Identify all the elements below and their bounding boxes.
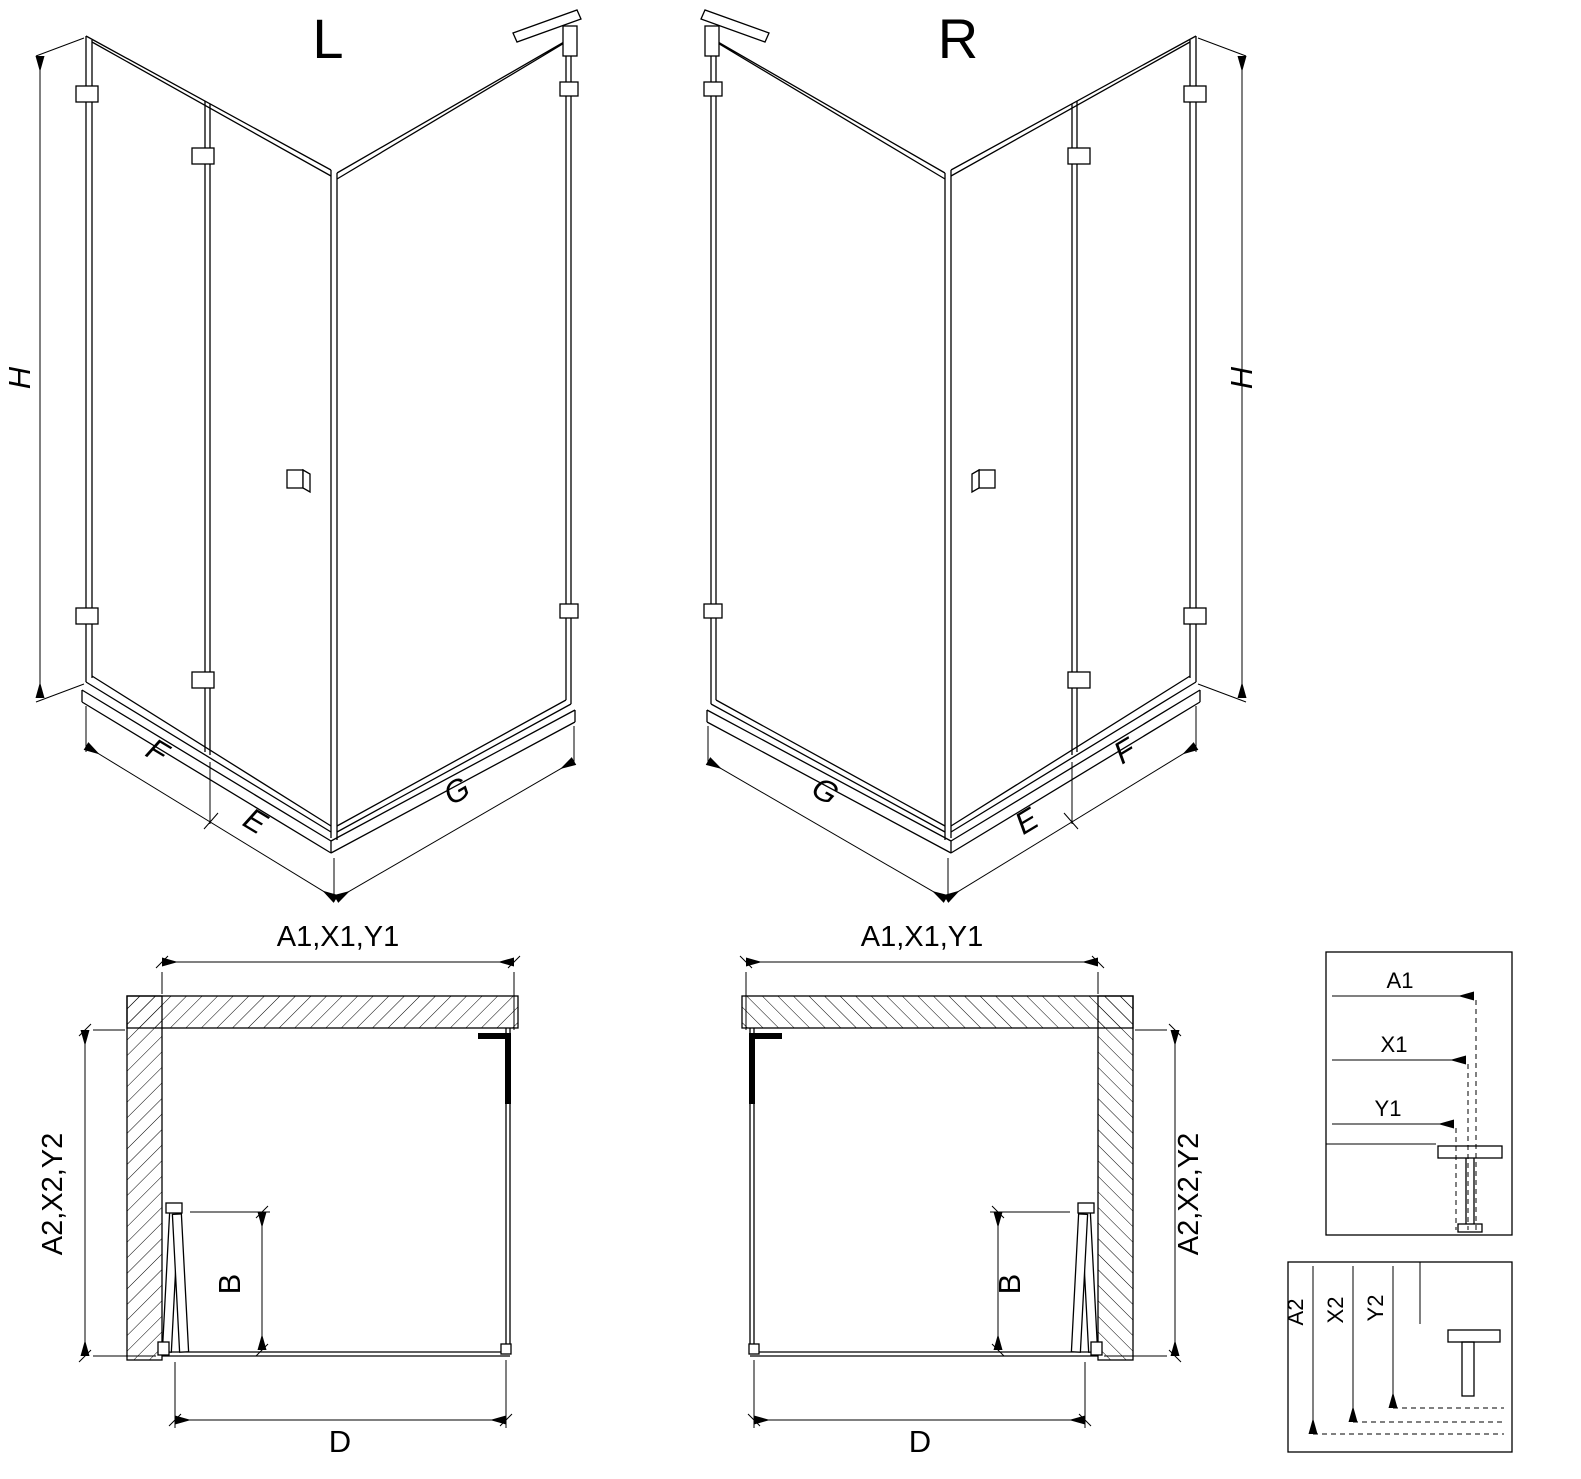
plan-view-left-labels: A1,X1,Y1 A2,X2,Y2 B D (37, 921, 399, 1459)
detail-label-a2: A2 (1283, 1299, 1308, 1326)
profile-section-bottom (1447, 1329, 1501, 1343)
dim-label-f-right: F (1107, 730, 1143, 771)
plan-view-right-geometry (740, 956, 1181, 1428)
detail-label-x1: X1 (1381, 1032, 1408, 1057)
detail-label-y2: Y2 (1363, 1295, 1388, 1322)
detail-vertical-dims: A2 X2 Y2 (1283, 1261, 1513, 1453)
profile-section-top (1437, 1145, 1503, 1159)
dim-label-e-right: E (1009, 801, 1045, 842)
plan-dim-d-right: D (909, 1424, 931, 1459)
detail-label-y1: Y1 (1375, 1096, 1402, 1121)
dim-label-g-left: G (438, 770, 476, 812)
plan-dim-side-left: A2,X2,Y2 (37, 1133, 69, 1256)
plan-dim-b-left: B (212, 1274, 247, 1295)
variant-label-left: L (312, 7, 343, 70)
dim-label-height-left: H (2, 366, 37, 389)
plan-dim-side-right: A2,X2,Y2 (1173, 1133, 1205, 1256)
iso-view-left-geometry (36, 10, 581, 902)
iso-view-left-labels: L H F E G (2, 7, 476, 841)
dim-label-f-left: F (140, 731, 176, 772)
variant-label-right: R (938, 7, 978, 70)
dim-label-e-left: E (238, 801, 274, 842)
detail-horizontal-dims: A1 X1 Y1 (1325, 951, 1513, 1236)
detail-label-x2: X2 (1323, 1297, 1348, 1324)
dim-label-g-right: G (806, 770, 844, 812)
plan-dim-b-right: B (992, 1274, 1027, 1295)
plan-dim-top-right: A1,X1,Y1 (861, 921, 984, 953)
plan-view-left-geometry (79, 956, 520, 1428)
plan-view-right-labels: A1,X1,Y1 A2,X2,Y2 B D (861, 921, 1205, 1459)
plan-dim-d-left: D (329, 1424, 351, 1459)
dim-label-height-right: H (1224, 366, 1259, 389)
detail-label-a1: A1 (1387, 968, 1414, 993)
plan-dim-top-left: A1,X1,Y1 (277, 921, 400, 953)
iso-view-right-geometry (701, 10, 1246, 902)
